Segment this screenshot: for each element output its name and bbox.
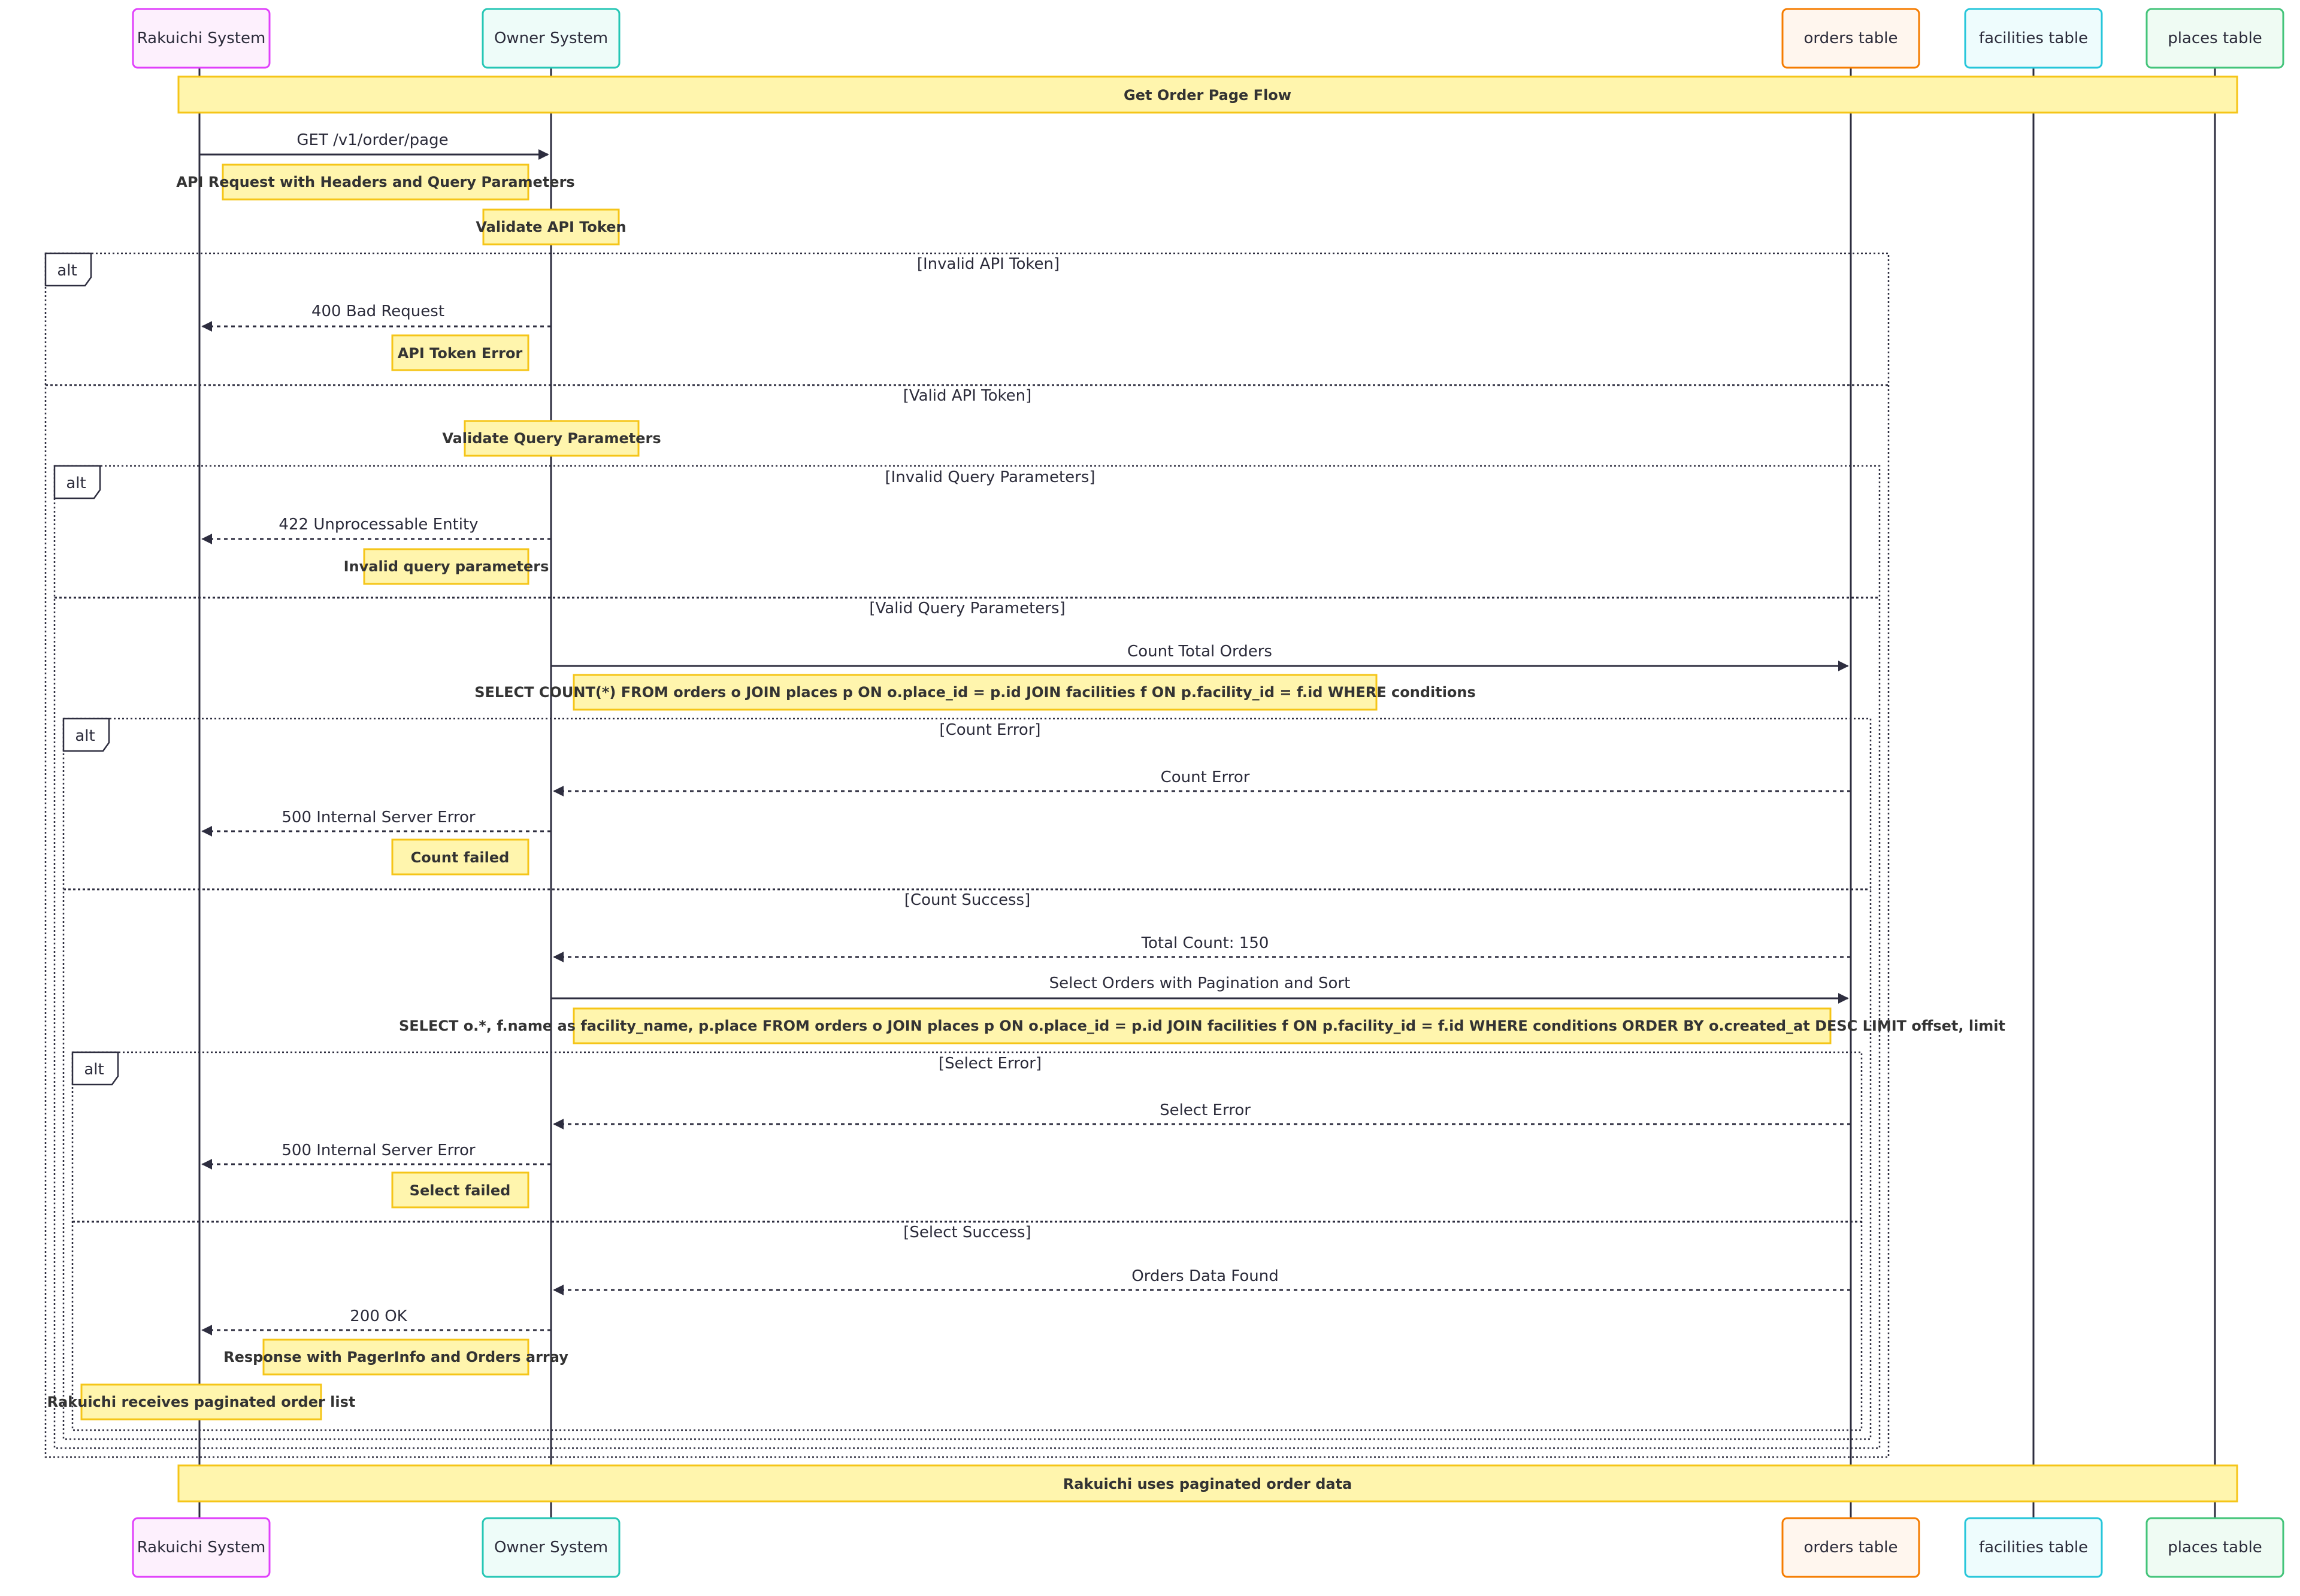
note-api-request: API Request with Headers and Query Param…: [176, 163, 575, 201]
note-text: Count failed: [411, 849, 510, 866]
message-label: Select Orders with Pagination and Sort: [1049, 974, 1351, 992]
actor-places-top: places table: [2145, 8, 2284, 69]
message-label: Count Error: [1161, 768, 1250, 786]
actor-label: Rakuichi System: [137, 29, 266, 47]
condition-label: [Select Success]: [903, 1224, 1031, 1241]
actor-rakuichi-top: Rakuichi System: [132, 8, 271, 69]
note-text: Invalid query parameters: [344, 558, 549, 575]
actor-label: Owner System: [494, 1539, 608, 1556]
actor-label: orders table: [1804, 29, 1898, 47]
message-label: 200 OK: [350, 1307, 407, 1325]
alt-frame-count: alt [Count Error]: [62, 717, 1872, 1440]
actor-facilities-bottom: facilities table: [1964, 1517, 2103, 1578]
message-label: 400 Bad Request: [311, 302, 444, 320]
alt-label: alt: [84, 1061, 104, 1079]
alt-label: alt: [75, 727, 95, 745]
note-select-failed: Select failed: [391, 1171, 529, 1209]
condition-label: [Count Success]: [904, 891, 1030, 909]
note-text: Response with PagerInfo and Orders array: [223, 1349, 568, 1365]
note-select-sql: SELECT o.*, f.name as facility_name, p.p…: [399, 1007, 2005, 1044]
actor-label: orders table: [1804, 1539, 1898, 1556]
actor-label: facilities table: [1979, 29, 2088, 47]
alt-frame-select: alt [Select Error]: [71, 1051, 1863, 1431]
actor-places-bottom: places table: [2145, 1517, 2284, 1578]
message-label: Count Total Orders: [1127, 643, 1272, 661]
actor-label: Owner System: [494, 29, 608, 47]
note-text: Validate Query Parameters: [442, 430, 661, 447]
message-label: GET /v1/order/page: [296, 131, 448, 149]
condition-label: [Invalid API Token]: [917, 255, 1060, 273]
note-count-failed: Count failed: [391, 838, 529, 876]
condition-label: [Valid API Token]: [903, 387, 1032, 405]
actor-owner-bottom: Owner System: [482, 1517, 621, 1578]
alt-frame-token: alt [Invalid API Token]: [44, 252, 1890, 1458]
alt-label: alt: [57, 262, 77, 280]
actor-label: facilities table: [1979, 1539, 2088, 1556]
actor-label: places table: [2168, 1539, 2262, 1556]
note-final: Rakuichi uses paginated order data: [177, 1464, 2238, 1503]
alt-frame-query: alt [Invalid Query Parameters]: [53, 465, 1881, 1449]
message-label: Select Error: [1160, 1101, 1251, 1119]
note-text: API Request with Headers and Query Param…: [176, 174, 574, 190]
condition-label: [Count Error]: [939, 721, 1040, 739]
actor-label: places table: [2168, 29, 2262, 47]
note-text: SELECT o.*, f.name as facility_name, p.p…: [399, 1017, 2005, 1034]
note-text: Validate API Token: [476, 219, 626, 235]
message-label: Total Count: 150: [1141, 934, 1269, 952]
note-response: Response with PagerInfo and Orders array: [223, 1338, 568, 1376]
note-text: Rakuichi uses paginated order data: [1063, 1476, 1352, 1492]
note-text: API Token Error: [398, 345, 523, 362]
condition-label: [Valid Query Parameters]: [869, 599, 1065, 617]
message-label: Orders Data Found: [1131, 1267, 1278, 1285]
condition-label: [Select Error]: [939, 1055, 1042, 1073]
message-label: 422 Unprocessable Entity: [279, 516, 478, 534]
note-validate-token: Validate API Token: [476, 208, 627, 246]
actor-orders-bottom: orders table: [1781, 1517, 1920, 1578]
message-label: 500 Internal Server Error: [282, 808, 476, 826]
note-invalid-query: Invalid query parameters: [344, 548, 549, 585]
actor-orders-top: orders table: [1781, 8, 1920, 69]
note-rakuichi-receives: Rakuichi receives paginated order list: [47, 1383, 356, 1421]
note-validate-query: Validate Query Parameters: [442, 420, 661, 457]
actor-rakuichi-bottom: Rakuichi System: [132, 1517, 271, 1578]
alt-label: alt: [66, 474, 86, 492]
note-text: SELECT COUNT(*) FROM orders o JOIN place…: [474, 684, 1476, 701]
actor-owner-top: Owner System: [482, 8, 621, 69]
message-label: 500 Internal Server Error: [282, 1141, 476, 1159]
actor-facilities-top: facilities table: [1964, 8, 2103, 69]
note-text: Get Order Page Flow: [1124, 87, 1291, 104]
note-count-sql: SELECT COUNT(*) FROM orders o JOIN place…: [474, 674, 1476, 711]
actor-label: Rakuichi System: [137, 1539, 266, 1556]
condition-label: [Invalid Query Parameters]: [885, 468, 1095, 486]
note-text: Select failed: [410, 1182, 511, 1199]
note-text: Rakuichi receives paginated order list: [47, 1394, 356, 1410]
note-flow-title: Get Order Page Flow: [177, 75, 2238, 114]
note-token-error: API Token Error: [391, 334, 529, 371]
